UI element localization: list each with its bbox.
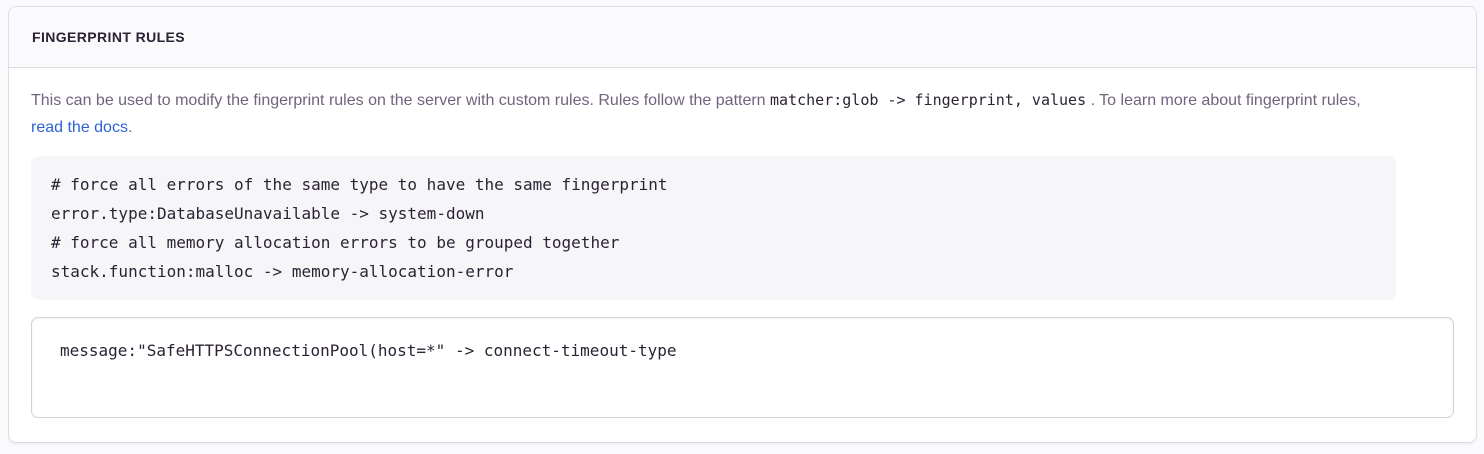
fingerprint-rules-panel: FINGERPRINT RULES This can be used to mo… [8,6,1477,443]
example-rules-code-block: # force all errors of the same type to h… [31,156,1396,300]
read-the-docs-link[interactable]: read the docs [31,119,128,136]
panel-body: This can be used to modify the fingerpri… [9,68,1476,442]
description-segment-before: This can be used to modify the fingerpri… [31,92,766,109]
pattern-inline-code: matcher:glob -> fingerprint, values [770,91,1087,109]
panel-title: FINGERPRINT RULES [32,29,186,45]
panel-header: FINGERPRINT RULES [9,7,1476,68]
description-text: This can be used to modify the fingerpri… [31,87,1396,141]
description-period: . [127,119,133,136]
fingerprint-rules-textarea[interactable]: message:"SafeHTTPSConnectionPool(host=*"… [31,317,1454,418]
description-segment-after: . To learn more about fingerprint rules, [1090,92,1361,109]
